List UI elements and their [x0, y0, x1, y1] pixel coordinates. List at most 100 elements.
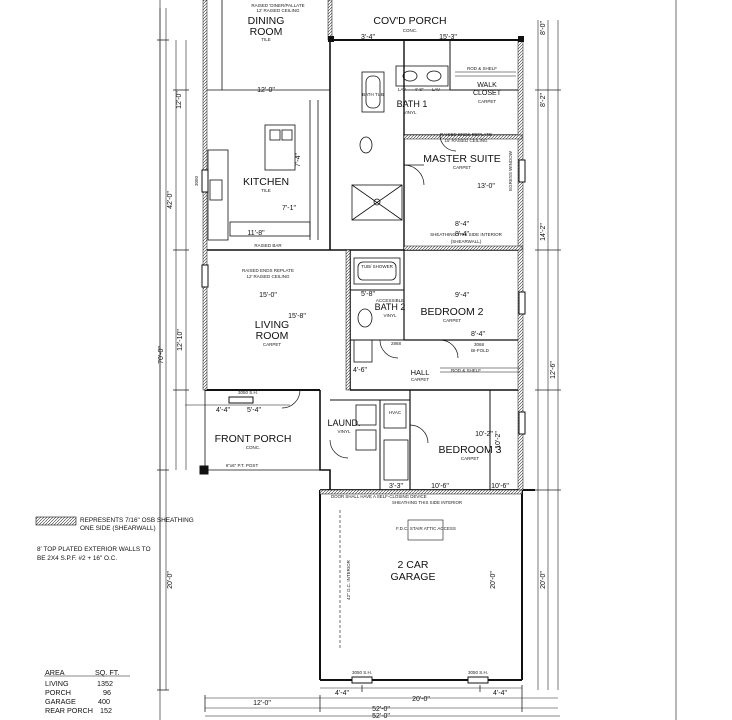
dim-20-0-bottom: 20'-0": [412, 696, 430, 703]
area-table: AREA SQ. FT. LIVING 1352 PORCH 96 GARAGE…: [45, 668, 119, 715]
area-row-label: REAR PORCH: [45, 706, 93, 715]
master-finish: CARPET: [453, 165, 472, 170]
garage-beam-note: 42" O.C. INTERIOR: [346, 559, 351, 600]
laund-finish: VINYL: [337, 429, 351, 434]
living-finish: CARPET: [263, 342, 282, 347]
master-name: MASTER SUITE: [423, 153, 501, 165]
area-row-value: 96: [103, 688, 111, 697]
bath1-tub: BATH TUB: [362, 92, 384, 97]
garage-door-note: DOOR SHALL HAVE A SELF-CLOSING DEVICE: [331, 494, 427, 499]
window-3050sh-garage-2: 3050 S.H.: [468, 670, 488, 675]
area-row-value: 1352: [97, 679, 113, 688]
front-porch-outline: [185, 390, 320, 475]
master-height: 8'-4": [455, 221, 469, 228]
master-sheathing2: (SHEARWALL): [451, 239, 482, 244]
dim-4-4: 4'-4": [216, 407, 230, 414]
area-header-sqft: SQ. FT.: [95, 668, 119, 677]
garage-beam: [339, 510, 444, 650]
kitchen-raised-bar: RAISED BAR: [254, 243, 282, 248]
dim-12-10: 12'-10": [177, 329, 184, 351]
window-marks: [201, 159, 526, 684]
legend-sheathing-1: REPRESENTS 7/16" OSB SHEATHING: [80, 517, 194, 524]
bath1-fixtures: [351, 65, 449, 221]
door-swings: [281, 134, 459, 459]
bath1-finish: VINYL: [403, 110, 417, 115]
walk-closet-name-2: CLOSET: [473, 90, 502, 97]
kitchen-finish: TILE: [261, 188, 271, 193]
bedroom3-name: BEDROOM 3: [438, 444, 501, 456]
dim-4-4-b: 4'-4": [335, 690, 349, 697]
bedroom2-height: 8'-4": [471, 331, 485, 338]
area-header-area: AREA: [45, 668, 65, 677]
garage-name-1: 2 CAR: [398, 559, 429, 571]
walk-closet-shelf: ROD & SHELF: [467, 66, 497, 71]
garage-sheathing: SHEATHING THIS SIDE INTERIOR: [392, 500, 462, 505]
dining-ceiling: RAISED 'DINER/PALLATE: [251, 3, 304, 8]
window-egress-master: EGRESS WINDOW: [508, 150, 513, 191]
dim-5-4: 5'-4": [247, 407, 261, 414]
bedroom2-finish: CARPET: [443, 318, 462, 323]
bath2-dim: 5'-8": [361, 291, 375, 298]
shearwall-hatching: [202, 0, 524, 495]
bath1-name: BATH 1: [397, 99, 428, 109]
hall-name: HALL: [411, 368, 430, 377]
dim-14-2: 14'-2": [540, 223, 547, 241]
dim-8-4-b: 8'-4": [455, 231, 469, 238]
bedroom3-height: 10'-2": [475, 431, 493, 438]
legend-sheathing-2: ONE SIDE (SHEARWALL): [80, 525, 156, 532]
living-ceiling2: 12' RAISED CEILING: [246, 274, 290, 279]
hall-finish: CARPET: [411, 377, 430, 382]
room-labels: RAISED 'DINER/PALLATE 12' RAISED CEILING…: [215, 3, 503, 600]
living-name-2: ROOM: [256, 330, 289, 342]
hall-bifold: BI-FOLD: [471, 348, 490, 353]
master-width: 13'-0": [477, 183, 495, 190]
front-porch-name: FRONT PORCH: [215, 433, 292, 445]
bath2-tub: TUB/ SHOWER: [361, 264, 394, 269]
dim-10-6: 10'-6": [491, 483, 509, 490]
garage-attic: F.D.C. STAIR ATTIC ACCESS: [396, 526, 456, 531]
bedroom3-finish: CARPET: [461, 456, 480, 461]
hall-shelf: ROD & SHELF: [451, 368, 481, 373]
window-tags: 3050 S.H. 3050 S.H. 3050 S.H. 2868 3068 …: [194, 150, 513, 675]
bedroom2-name: BEDROOM 2: [420, 306, 483, 318]
kitchen-height: 7'-1": [282, 205, 296, 212]
bedroom2-width: 9'-4": [455, 292, 469, 299]
dim-12-0-left: 12'-0": [176, 91, 183, 109]
dim-10-2: 10'-2": [495, 431, 502, 449]
dimension-labels: 70'-0" 52'-0" 8'-0" 12'-0" 12'-6" 42'-0"…: [158, 21, 557, 720]
bath2-name: BATH 2: [375, 302, 406, 312]
dining-name-2: ROOM: [250, 26, 283, 38]
window-2868: 2868: [391, 341, 402, 346]
master-sheathing: SHEATHING THIS SIDE INTERIOR: [430, 232, 503, 237]
front-porch-post: 6"x6" P.T. POST: [226, 463, 259, 468]
walk-closet-name-1: WALK: [477, 82, 497, 89]
living-ceiling: RAISED ENDS REPLATE: [242, 268, 294, 273]
window-3050sh-garage-1: 3050 S.H.: [352, 670, 372, 675]
dim-42-0: 42'-0": [167, 191, 174, 209]
bath1-lav1: LAV: [398, 87, 406, 92]
living-height: 15'-8": [288, 313, 306, 320]
bedroom3-width: 10'-6": [431, 483, 449, 490]
area-row-label: PORCH: [45, 688, 71, 697]
laund-name: LAUND.: [327, 418, 360, 428]
dim-12-6-right: 12'-6": [550, 361, 557, 379]
covd-porch-finish: CONC.: [403, 28, 418, 33]
legend-walls-2: BE 2X4 S.P.F. #2 + 16" O.C.: [37, 555, 117, 562]
walk-closet-finish: CARPET: [478, 99, 497, 104]
dining-finish: TILE: [261, 37, 271, 42]
legend: REPRESENTS 7/16" OSB SHEATHING ONE SIDE …: [37, 517, 194, 562]
dim-8-2: 8'-2": [540, 93, 547, 107]
bath2-accessible: ACCESSIBLE: [376, 298, 404, 303]
shearwall-legend-swatch: [35, 516, 77, 526]
dimension-lines: [157, 8, 561, 712]
area-row-value: 152: [100, 706, 112, 715]
area-row-label: LIVING: [45, 679, 69, 688]
covd-porch-posts: [328, 36, 524, 42]
living-width: 15'-0": [259, 292, 277, 299]
dining-name-1: DINING: [248, 15, 285, 27]
dim-3-3: 3'-3": [389, 483, 403, 490]
window-3050-kitchen: 3050: [194, 175, 199, 186]
kitchen-fixtures: [207, 100, 319, 241]
dim-20-0-right: 20'-0": [540, 571, 547, 589]
